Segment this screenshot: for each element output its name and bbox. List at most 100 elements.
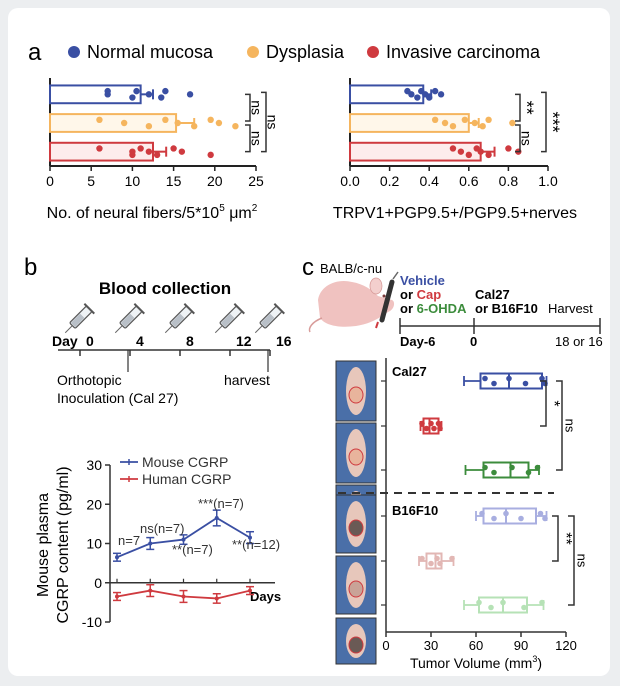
box — [482, 507, 537, 525]
data-point — [441, 119, 449, 127]
data-point — [505, 145, 512, 152]
harvest-label-c: Harvest — [548, 301, 593, 316]
tumor-photo — [335, 555, 377, 615]
syringe-icon — [164, 303, 195, 334]
data-point — [145, 123, 153, 130]
data-point — [129, 151, 136, 159]
data-point — [428, 420, 434, 427]
legend-label: Mouse CGRP — [142, 454, 228, 470]
syringe-icon — [214, 303, 245, 334]
syringe-icon — [114, 303, 145, 334]
significance-bracket — [261, 91, 267, 153]
tumor-photos — [335, 360, 377, 665]
panel-letter-c: c — [302, 254, 314, 281]
y-axis-title-line2: CGRP content (pg/ml) — [55, 466, 72, 623]
data-point — [479, 510, 485, 517]
syringe-fill — [120, 313, 135, 328]
x-tick-label: 0.2 — [380, 173, 400, 189]
data-point — [148, 588, 153, 593]
data-point — [148, 541, 153, 546]
data-point — [174, 119, 181, 127]
significance-label: ns — [518, 131, 534, 146]
data-point — [431, 425, 437, 432]
treat-cap-prefix: or — [400, 287, 417, 302]
syringe-needle — [164, 325, 173, 334]
y-tick-label: 10 — [86, 536, 102, 552]
day-label: Day — [52, 333, 78, 349]
timeline-day: 0 — [86, 333, 94, 349]
data-point — [506, 375, 512, 382]
significance-label: * — [545, 400, 562, 406]
data-point — [158, 94, 165, 101]
data-point — [214, 515, 219, 520]
legend-swatch-invasive — [367, 46, 379, 58]
day-0-label: 0 — [470, 334, 477, 349]
significance-label: ns — [264, 115, 280, 130]
tumor — [348, 448, 364, 466]
x-tick-label: 15 — [166, 173, 182, 189]
data-point — [437, 91, 445, 98]
data-point — [477, 148, 484, 155]
syringe-needle — [214, 325, 223, 334]
significance-bracket — [552, 515, 559, 562]
data-point — [181, 594, 186, 599]
legend: Normal mucosa Dysplasia Invasive carcino… — [68, 42, 541, 62]
blood-collection-title: Blood collection — [99, 279, 231, 298]
data-point — [449, 145, 457, 152]
orthotopic-label: Orthotopic — [57, 372, 122, 388]
data-point — [525, 469, 532, 476]
data-point — [133, 87, 140, 95]
significance-bracket — [245, 124, 251, 153]
data-point — [145, 148, 153, 155]
day-end-label: 18 or 16 — [555, 334, 603, 349]
data-point — [104, 91, 111, 98]
tumor — [348, 580, 364, 598]
legend-label-invasive: Invasive carcinoma — [386, 42, 541, 62]
treat-ohda: 6-OHDA — [417, 301, 467, 316]
significance-bracket — [515, 124, 521, 153]
annotation: **(n=12) — [232, 537, 280, 552]
y-tick-label: 30 — [86, 457, 102, 473]
legend-swatch-normal — [68, 46, 80, 58]
data-point — [207, 151, 214, 159]
x-tick-label: 30 — [424, 638, 438, 653]
data-point — [491, 380, 497, 387]
data-point — [461, 116, 469, 124]
syringe-fill — [260, 313, 275, 328]
syringe-plunger — [83, 303, 95, 315]
x-tick-label: 20 — [207, 173, 223, 189]
significance-label: ** — [516, 101, 536, 115]
syringe-needle — [64, 325, 73, 334]
syringe-needle — [254, 325, 263, 334]
x-axis-title: Days — [250, 589, 281, 604]
x-tick-label: 0.6 — [459, 173, 479, 189]
data-point — [465, 151, 472, 159]
panel-c-timeline — [399, 318, 601, 334]
data-point — [534, 464, 541, 471]
syringe-needle — [114, 325, 123, 334]
data-point — [115, 594, 119, 599]
data-point — [419, 420, 425, 427]
tumor-photo — [335, 494, 377, 554]
inoc-line1: Cal27 — [475, 287, 510, 302]
data-point — [449, 123, 457, 130]
x-axis-title: No. of neural fibers/5*105 μm2 — [47, 203, 258, 222]
inoculation-label: Inoculation (Cal 27) — [57, 390, 178, 406]
y-axis-title-line1: Mouse plasma — [35, 493, 52, 597]
x-tick-label: 0.4 — [419, 173, 439, 189]
significance-bracket — [556, 380, 563, 471]
annotation: ns(n=7) — [140, 521, 184, 536]
significance-label: ns — [248, 100, 264, 115]
legend-label: Human CGRP — [142, 471, 231, 487]
syringe-plunger — [233, 303, 245, 315]
data-point — [522, 380, 529, 387]
significance-bracket — [245, 93, 251, 122]
tumor-photo — [335, 617, 377, 665]
data-point — [162, 87, 169, 95]
treat-cap: Cap — [417, 287, 442, 302]
y-tick-label: 0 — [94, 575, 102, 591]
data-point — [178, 148, 186, 155]
